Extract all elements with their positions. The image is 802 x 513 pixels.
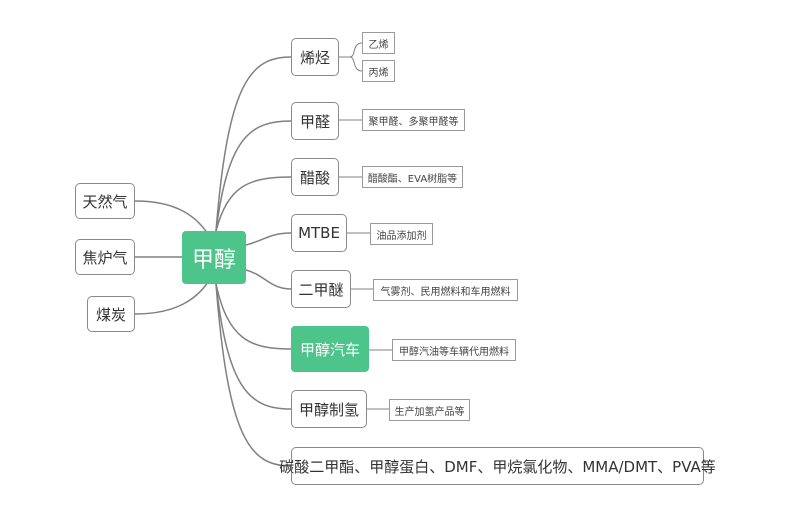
detail-acetic-acid[interactable]: 醋酸酯、EVA树脂等 xyxy=(362,166,463,188)
detail-mtbe[interactable]: 油品添加剂 xyxy=(370,223,433,245)
product-dimethyl-ether[interactable]: 二甲醚 xyxy=(291,270,351,308)
link-product-mtbe xyxy=(245,232,292,246)
link-product-other-derivatives xyxy=(215,283,292,467)
product-other-derivatives[interactable]: 碳酸二甲酯、甲醇蛋白、DMF、甲烷氯化物、MMA/DMT、PVA等 xyxy=(279,447,716,485)
product-olefins[interactable]: 烯烃 xyxy=(291,38,339,76)
link-detail-propylene xyxy=(349,56,363,72)
link-product-olefins xyxy=(215,56,292,232)
product-formaldehyde[interactable]: 甲醛 xyxy=(291,102,339,140)
detail-dimethyl-ether[interactable]: 气雾剂、民用燃料和车用燃料 xyxy=(373,279,518,301)
product-methanol-vehicle[interactable]: 甲醇汽车 xyxy=(291,326,369,372)
detail-formaldehyde[interactable]: 聚甲醛、多聚甲醛等 xyxy=(362,109,465,131)
link-product-dimethyl-ether xyxy=(245,269,292,290)
detail-propylene[interactable]: 丙烯 xyxy=(362,60,395,82)
detail-ethylene[interactable]: 乙烯 xyxy=(362,32,395,54)
source-natural-gas[interactable]: 天然气 xyxy=(75,183,135,219)
link-product-methanol-vehicle xyxy=(215,283,292,350)
detail-methanol-hydrogen[interactable]: 生产加氢产品等 xyxy=(389,399,470,421)
central-node-methanol[interactable]: 甲醇 xyxy=(182,231,246,284)
product-mtbe[interactable]: MTBE xyxy=(291,214,347,252)
link-product-methanol-hydrogen xyxy=(215,283,292,410)
product-methanol-hydrogen[interactable]: 甲醇制氢 xyxy=(291,390,367,428)
source-coke-oven-gas[interactable]: 焦炉气 xyxy=(75,239,135,275)
link-product-acetic-acid xyxy=(215,176,292,232)
link-detail-ethylene xyxy=(349,42,363,58)
source-coal[interactable]: 煤炭 xyxy=(87,296,135,332)
link-product-formaldehyde xyxy=(215,120,292,232)
product-acetic-acid[interactable]: 醋酸 xyxy=(291,158,339,196)
detail-methanol-vehicle[interactable]: 甲醇汽油等车辆代用燃料 xyxy=(392,339,516,361)
